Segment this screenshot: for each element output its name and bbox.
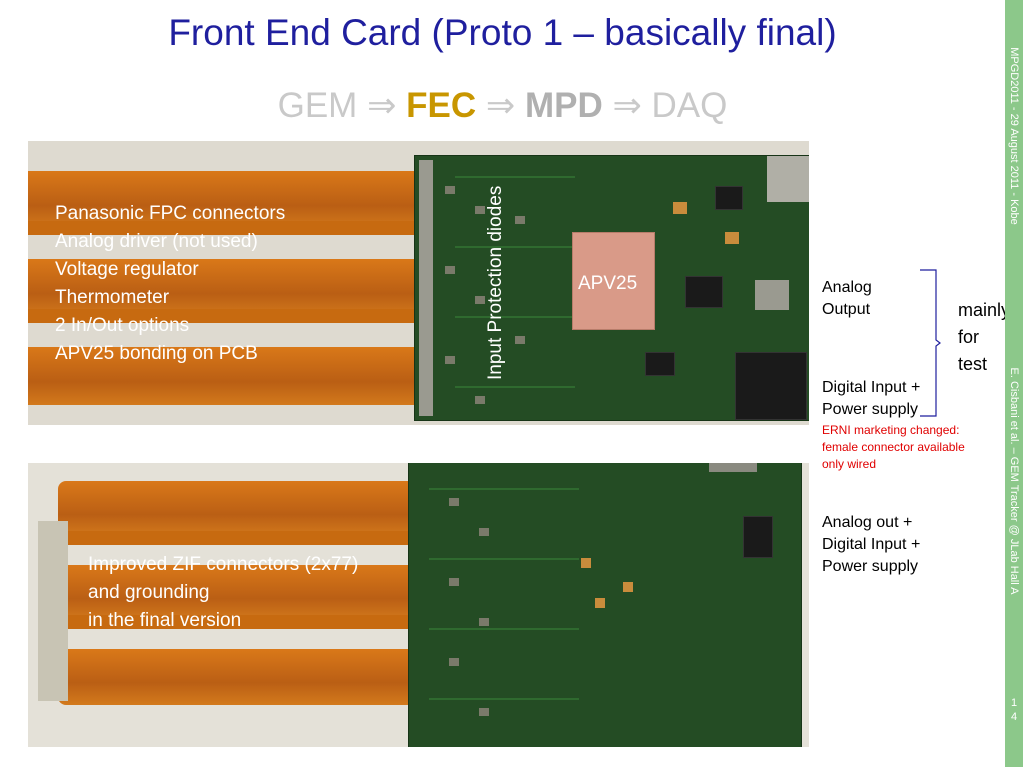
feature-item: APV25 bonding on PCB [55, 343, 258, 364]
note-line: test [958, 354, 988, 374]
feature-item: Thermometer [55, 287, 170, 308]
flex-cable [28, 259, 448, 317]
zif-line: and grounding [88, 582, 210, 603]
note-line: mainly [958, 300, 1011, 320]
flow-daq: DAQ [651, 86, 728, 125]
flow-mpd: MPD [524, 86, 603, 125]
flex-cable [28, 221, 448, 235]
digital-input-note: Digital Input + Power supply [822, 377, 920, 421]
analog-digital-note: Analog out + Digital Input + Power suppl… [822, 512, 920, 578]
ic-chip [715, 186, 743, 210]
flow-fec: FEC [406, 86, 477, 125]
ic-chip [645, 352, 675, 376]
feature-item: Analog driver (not used) [55, 231, 258, 252]
note-line: Analog out + [822, 514, 913, 531]
sidebar-authors: E. Cisbani et al. – GEM Tracker @ JLab H… [1008, 367, 1020, 595]
erni-warning-note: ERNI marketing changed: female connector… [822, 422, 965, 473]
flex-cable [58, 531, 478, 545]
note-line: Digital Input + [822, 536, 921, 553]
flow-arrow-icon: ⇒ [367, 86, 397, 125]
fpc-connector [419, 160, 433, 416]
flow-gem: GEM [277, 86, 358, 125]
zif-line: in the final version [88, 610, 242, 631]
feature-item: Panasonic FPC connectors [55, 203, 286, 224]
flow-arrow-icon: ⇒ [485, 86, 516, 125]
flex-cable [28, 309, 448, 323]
flow-arrow-icon: ⇒ [612, 86, 642, 125]
feature-item: Voltage regulator [55, 259, 199, 280]
feature-list: Panasonic FPC connectors Analog driver (… [55, 200, 285, 368]
front-end-card-photo-bottom [28, 463, 809, 747]
note-line: ERNI marketing changed: [822, 423, 960, 437]
note-line: for [958, 327, 980, 347]
zif-connector [38, 521, 68, 701]
ic-chip [743, 516, 773, 558]
pcb-board [408, 463, 802, 747]
note-line: Digital Input + [822, 379, 921, 396]
digital-connector [709, 463, 757, 472]
slide-sidebar: MPGD2011 - 29 August 2011 - Kobe E. Cisb… [1005, 0, 1023, 767]
diodes-label-text: Input Protection diodes [485, 185, 506, 380]
bracket-icon [920, 269, 941, 417]
page-number: 1 4 [1007, 696, 1021, 724]
note-line: Power supply [822, 558, 919, 575]
flow-diagram: GEM ⇒ FEC ⇒ MPD ⇒ DAQ [0, 86, 1005, 126]
note-line: only wired [822, 457, 877, 471]
zif-note: Improved ZIF connectors (2x77) and groun… [88, 551, 358, 635]
page-number-digit: 4 [1010, 711, 1018, 723]
apv25-label: APV25 [578, 273, 638, 294]
regulator [767, 156, 809, 202]
note-line: Power supply [822, 401, 919, 418]
flex-cable [28, 171, 448, 229]
flex-cable [58, 615, 478, 629]
note-line: Output [822, 301, 871, 318]
apv25-chip [572, 232, 655, 330]
page-number-digit: 1 [1010, 697, 1018, 709]
slide-title: Front End Card (Proto 1 – basically fina… [168, 12, 837, 53]
note-line: female connector available [822, 440, 965, 454]
digital-connector [735, 352, 807, 420]
mainly-for-test-note: mainly for test [958, 297, 1010, 378]
front-end-card-photo-top [28, 141, 809, 425]
feature-item: 2 In/Out options [55, 315, 190, 336]
note-line: Analog [822, 279, 872, 296]
ic-chip [685, 276, 723, 308]
sidebar-conference: MPGD2011 - 29 August 2011 - Kobe [1008, 47, 1020, 225]
analog-output-note: Analog Output [822, 277, 872, 321]
analog-output-pins [755, 280, 789, 310]
zif-line: Improved ZIF connectors (2x77) [88, 554, 359, 575]
flex-cable [28, 347, 448, 405]
